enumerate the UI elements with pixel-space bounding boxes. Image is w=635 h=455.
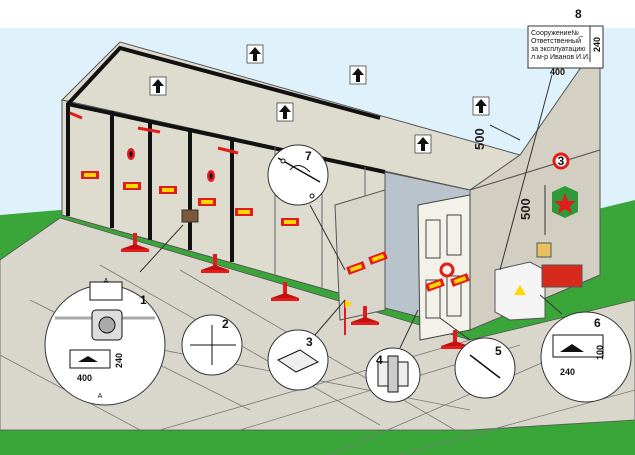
sign-8-dim-400: 400 <box>550 67 565 77</box>
callout-5: 5 <box>495 344 502 358</box>
red-star-icon <box>554 193 576 214</box>
up-arrow-icon <box>472 96 490 116</box>
callout-2: 2 <box>222 317 229 331</box>
inset-5-circle <box>454 337 516 399</box>
open-door-left <box>334 189 386 321</box>
callout-3: 3 <box>306 335 313 349</box>
door-panel <box>446 214 462 256</box>
fire-extinguisher-icon <box>541 264 583 288</box>
sign-8-line1: Сооружение№_ <box>531 30 583 37</box>
leader-line-1 <box>139 224 184 273</box>
leader-line-5 <box>439 317 471 341</box>
door-panel <box>425 279 441 319</box>
end-wall-marker <box>552 152 570 170</box>
callout-1: 1 <box>140 293 147 307</box>
callout-6: 6 <box>594 316 601 330</box>
up-arrow-icon <box>246 44 264 64</box>
flag-icon <box>345 300 353 308</box>
door-panel <box>446 275 462 317</box>
callout-8: 8 <box>575 7 582 21</box>
inset-1-a-top: A <box>104 278 109 285</box>
roof-red-marks <box>69 111 239 155</box>
callout-3-wall: 3 <box>558 154 565 168</box>
inset-1-dim-240: 240 <box>114 353 124 368</box>
inset-1-circle <box>44 284 166 406</box>
oval-markers <box>127 148 455 278</box>
inset-1-a-bottom: A <box>98 393 103 400</box>
inset-1-dim-400: 400 <box>77 373 92 383</box>
up-arrow-icon <box>149 76 167 96</box>
callout-7: 7 <box>305 149 312 163</box>
door-panel <box>425 219 441 259</box>
dim-line <box>489 124 521 141</box>
dim-roof-500: 500 <box>472 128 487 150</box>
sign-8-line3: за эксплуатацию <box>531 46 586 53</box>
sign-8-line2: Ответственный <box>531 37 581 45</box>
inset-6-dim-100: 100 <box>595 345 605 360</box>
leader-line-7 <box>309 204 346 271</box>
callout-4: 4 <box>376 353 383 367</box>
warning-triangle-icon <box>514 285 526 295</box>
dim-wall-500: 500 <box>518 198 533 220</box>
up-arrow-icon <box>276 102 294 122</box>
inset-6-dim-240: 240 <box>560 367 575 377</box>
leader-line-4 <box>399 309 419 349</box>
up-arrow-icon <box>349 65 367 85</box>
inset-7-circle <box>267 144 329 206</box>
wall-sign-plate <box>181 209 199 223</box>
entrance-door <box>417 194 471 341</box>
leader-line-3 <box>314 299 346 336</box>
leader-line-8 <box>499 74 553 271</box>
frame-beams <box>66 45 386 262</box>
sign-8-line4: л.м-р Иванов И.И. <box>531 54 590 61</box>
fire-alarm-box <box>536 242 552 258</box>
up-arrow-icon <box>414 134 432 154</box>
sign-8-dim-240: 240 <box>592 37 602 52</box>
leader-line-6 <box>539 294 563 315</box>
